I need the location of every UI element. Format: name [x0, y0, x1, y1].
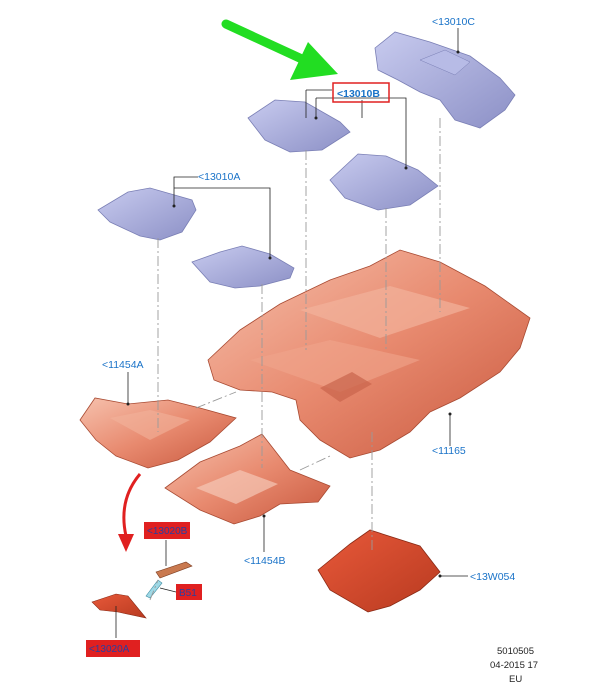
label-13020b: <13020B	[147, 526, 188, 537]
label-11165: <11165	[432, 445, 466, 457]
reference-region: EU	[509, 674, 522, 685]
front-carpet-section-11454a	[79, 397, 237, 469]
reference-number: 5010505	[497, 646, 534, 657]
highlight-tag-13020a	[86, 640, 140, 657]
curved-relocation-arrow-icon	[118, 473, 142, 552]
floor-mat-left-13010a	[97, 187, 197, 241]
floor-mat-right-13010a	[191, 245, 295, 289]
highlight-tag-b51	[176, 584, 202, 600]
highlight-tag-13020b	[144, 522, 190, 539]
clip-b51-icon	[145, 579, 163, 599]
front-floor-mat-right-13010b	[329, 153, 439, 211]
rear-floor-mat-13010c	[374, 31, 516, 129]
alignment-lines	[149, 118, 441, 601]
label-13w054: <13W054	[470, 571, 515, 583]
floor-insulator-13w054	[317, 529, 441, 613]
trim-panel-13020a	[91, 593, 147, 619]
trim-strip-13020b	[155, 561, 193, 579]
label-13010c: <13010C	[432, 16, 475, 28]
leader-lines	[115, 28, 468, 638]
label-11454b: <11454B	[244, 555, 286, 567]
reference-date: 04-2015 17	[490, 660, 538, 671]
label-13010b: <13010B	[337, 88, 380, 100]
label-11454a: <11454A	[102, 359, 144, 371]
label-b51: B51	[179, 588, 197, 599]
main-floor-carpet-11165	[207, 249, 531, 459]
label-13020a: <13020A	[89, 644, 130, 655]
label-13010a: <13010A	[198, 171, 240, 183]
rear-carpet-section-11454b	[164, 433, 331, 525]
highlight-box-13010b	[332, 82, 390, 103]
front-floor-mat-left-13010b	[247, 99, 351, 153]
direction-arrow-icon	[221, 19, 338, 80]
